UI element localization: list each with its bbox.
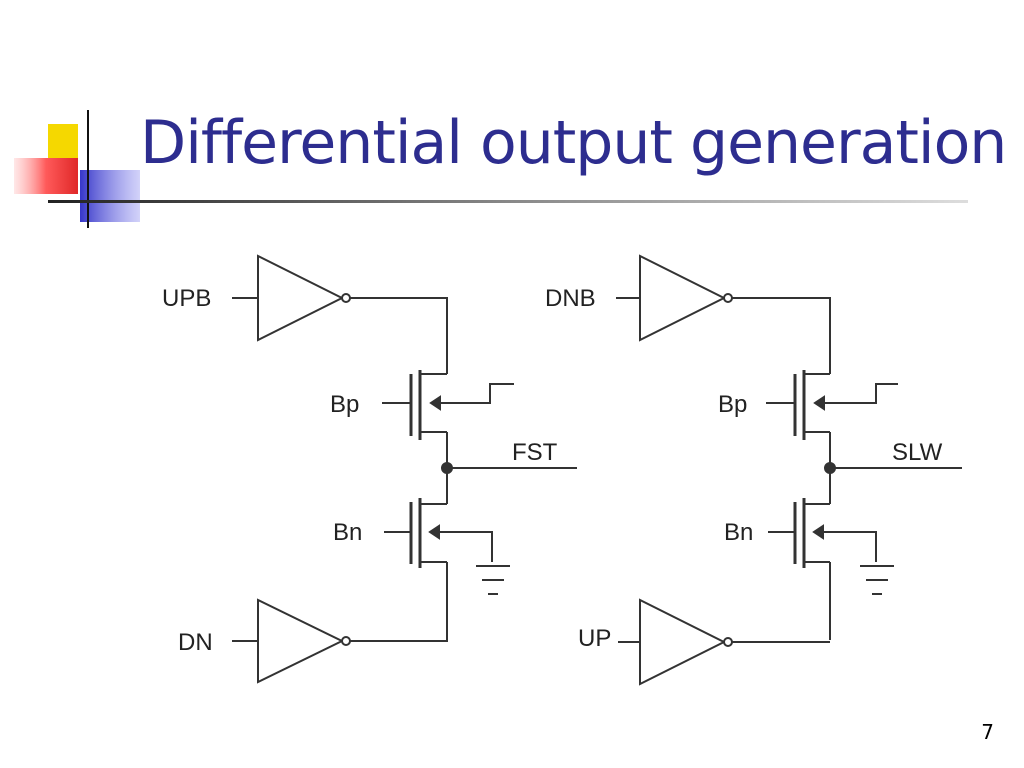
left-bottom-inverter (232, 598, 447, 684)
left-circuit (232, 254, 577, 684)
right-bottom-inverter (618, 598, 830, 686)
right-circuit (616, 254, 962, 686)
right-top-inverter (616, 254, 831, 374)
title-decoration (14, 110, 968, 228)
circuit-diagram: UPB Bp FST Bn DN DNB Bp SLW Bn UP (162, 254, 962, 686)
left-ground-symbol (476, 565, 510, 595)
label-bn-right: Bn (724, 519, 753, 546)
left-nmos-transistor (384, 468, 493, 642)
blue-bar (80, 170, 140, 222)
left-pmos-transistor (382, 370, 514, 468)
label-dnb: DNB (545, 285, 596, 312)
title-rule (48, 200, 968, 203)
label-dn: DN (178, 629, 213, 656)
right-nmos-transistor (768, 468, 877, 640)
label-upb: UPB (162, 285, 211, 312)
slide-title: Differential output generation (140, 108, 1007, 178)
page-number: 7 (981, 720, 994, 744)
left-top-inverter (232, 254, 448, 374)
label-bp-right: Bp (718, 391, 747, 418)
label-bp-left: Bp (330, 391, 359, 418)
label-up: UP (578, 625, 611, 652)
right-ground-symbol (860, 565, 894, 595)
right-pmos-transistor (766, 370, 898, 468)
label-bn-left: Bn (333, 519, 362, 546)
label-fst: FST (512, 439, 558, 466)
red-bar (14, 158, 78, 194)
label-slw: SLW (892, 439, 943, 466)
